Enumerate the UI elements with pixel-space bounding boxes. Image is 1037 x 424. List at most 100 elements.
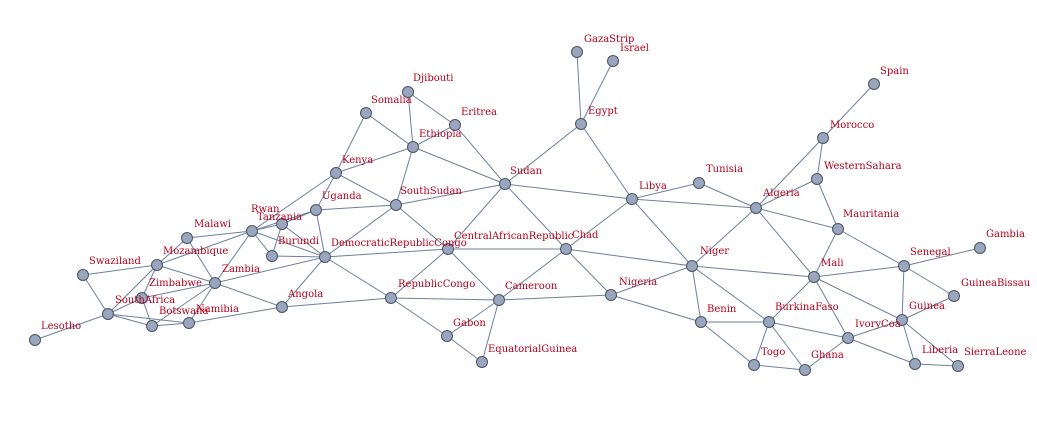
edge-zambia-namibia bbox=[188, 282, 216, 324]
node-label-sudan: Sudan bbox=[510, 166, 543, 177]
edge-burkina-faso-ivory-coast bbox=[768, 321, 849, 339]
edge-burkina-faso-mali bbox=[768, 276, 815, 323]
edge-nigeria-niger bbox=[610, 265, 693, 296]
edge-guinea-sierra-leone bbox=[901, 319, 959, 367]
node-label-mauritania: Mauritania bbox=[843, 209, 899, 220]
node-south-sudan bbox=[390, 199, 402, 211]
edge-sudan-chad bbox=[504, 183, 567, 250]
edge-south-africa-namibia bbox=[107, 313, 190, 324]
edge-zambia-drc bbox=[214, 256, 326, 284]
edge-kenya-south-sudan bbox=[335, 172, 397, 206]
edge-south-sudan-car bbox=[395, 204, 449, 250]
edge-algeria-western-sahara bbox=[755, 178, 818, 209]
edge-guinea-senegal bbox=[901, 265, 905, 321]
edge-chad-libya bbox=[565, 198, 633, 250]
node-label-south-africa: SouthAfrica bbox=[115, 295, 175, 306]
edge-togo-ghana bbox=[753, 364, 806, 371]
node-label-gaza-strip: GazaStrip bbox=[584, 34, 634, 45]
edge-liberia-sierra-leone bbox=[914, 363, 959, 367]
node-label-burkina-faso: BurkinaFaso bbox=[775, 302, 839, 313]
node-sudan bbox=[499, 178, 511, 190]
edge-tunisia-algeria bbox=[698, 182, 757, 209]
edge-botswana-namibia bbox=[151, 322, 190, 327]
node-ethiopia bbox=[407, 141, 419, 153]
node-label-drc: DemocraticRepublicCongo bbox=[331, 238, 467, 249]
node-label-kenya: Kenya bbox=[342, 155, 373, 166]
edge-israel-egypt bbox=[580, 60, 614, 125]
edge-ivory-coast-guinea bbox=[847, 319, 903, 339]
node-label-algeria: Algeria bbox=[762, 188, 800, 199]
node-senegal bbox=[898, 260, 910, 272]
node-somalia bbox=[360, 107, 372, 119]
edge-sudan-south-sudan bbox=[395, 183, 506, 206]
node-label-spain: Spain bbox=[880, 66, 909, 77]
edge-south-africa-lesotho bbox=[34, 313, 109, 341]
edge-algeria-morocco bbox=[755, 137, 824, 209]
edge-niger-mali bbox=[691, 265, 815, 278]
node-niger bbox=[686, 260, 698, 272]
node-label-israel: Israel bbox=[620, 43, 649, 54]
edge-mali-ivory-coast bbox=[813, 276, 849, 339]
node-label-zambia: Zambia bbox=[222, 264, 260, 275]
node-label-morocco: Morocco bbox=[830, 120, 874, 131]
edge-libya-tunisia bbox=[631, 182, 700, 200]
node-gabon bbox=[441, 330, 453, 342]
edge-ivory-coast-liberia bbox=[847, 337, 916, 365]
node-algeria bbox=[750, 202, 762, 214]
edges-layer bbox=[34, 51, 981, 371]
node-car bbox=[442, 243, 454, 255]
node-sierra-leone bbox=[952, 360, 964, 372]
node-ghana bbox=[799, 364, 811, 376]
node-label-uganda: Uganda bbox=[322, 191, 362, 202]
edge-mozambique-south-africa bbox=[107, 264, 158, 315]
edge-niger-benin bbox=[691, 265, 702, 323]
edge-djibouti-eritrea bbox=[407, 91, 456, 126]
node-label-tunisia: Tunisia bbox=[706, 164, 743, 175]
node-label-lesotho: Lesotho bbox=[41, 321, 81, 332]
edge-mauritania-western-sahara bbox=[816, 178, 839, 230]
node-cameroon bbox=[493, 294, 505, 306]
node-tanzania bbox=[246, 225, 258, 237]
node-libya bbox=[626, 193, 638, 205]
node-label-equatorial-guinea: EquatorialGuinea bbox=[488, 344, 577, 355]
edge-republic-congo-cameroon bbox=[390, 297, 500, 301]
node-label-car: CentralAfricanRepublic bbox=[454, 231, 574, 242]
edge-algeria-niger bbox=[691, 207, 757, 267]
labels-layer: GazaStripIsraelEgyptDjiboutiSomaliaEritr… bbox=[41, 34, 1031, 361]
edge-chad-niger bbox=[565, 248, 693, 267]
node-label-zimbabwe: Zimbabwe bbox=[149, 278, 202, 289]
edge-swaziland-south-africa bbox=[82, 274, 109, 315]
node-tunisia bbox=[693, 177, 705, 189]
node-togo bbox=[748, 359, 760, 371]
node-spain bbox=[868, 78, 880, 90]
edge-ghana-ivory-coast bbox=[804, 337, 849, 371]
edge-sudan-car bbox=[447, 183, 506, 250]
node-label-sierra-leone: SierraLeone bbox=[964, 347, 1027, 358]
node-label-mali: Mali bbox=[821, 258, 844, 269]
edge-libya-algeria bbox=[631, 198, 757, 209]
edge-namibia-angola bbox=[188, 306, 283, 324]
edge-gaza-strip-egypt bbox=[576, 51, 582, 125]
edge-algeria-mauritania bbox=[755, 207, 839, 230]
edge-angola-republic-congo bbox=[281, 297, 392, 308]
node-label-libya: Libya bbox=[639, 181, 667, 192]
edge-mali-mauritania bbox=[813, 228, 839, 278]
edge-mali-senegal bbox=[813, 265, 905, 278]
node-label-malawi: Malawi bbox=[194, 219, 231, 230]
edge-morocco-spain bbox=[822, 83, 875, 139]
edge-zambia-angola bbox=[214, 282, 283, 308]
edge-djibouti-ethiopia bbox=[407, 91, 414, 148]
node-namibia bbox=[183, 317, 195, 329]
node-djibouti bbox=[402, 86, 414, 98]
node-mauritania bbox=[832, 223, 844, 235]
node-label-cameroon: Cameroon bbox=[505, 281, 558, 292]
edge-guinea-guinea-bissau bbox=[901, 295, 955, 321]
node-israel bbox=[607, 55, 619, 67]
edge-tanzania-drc bbox=[251, 230, 326, 258]
node-label-burundi: Burundi bbox=[278, 236, 319, 247]
node-label-tanzania: Tanzania bbox=[257, 212, 302, 223]
node-mozambique bbox=[151, 259, 163, 271]
node-zimbabwe bbox=[136, 292, 148, 304]
edge-mali-guinea bbox=[813, 276, 903, 321]
